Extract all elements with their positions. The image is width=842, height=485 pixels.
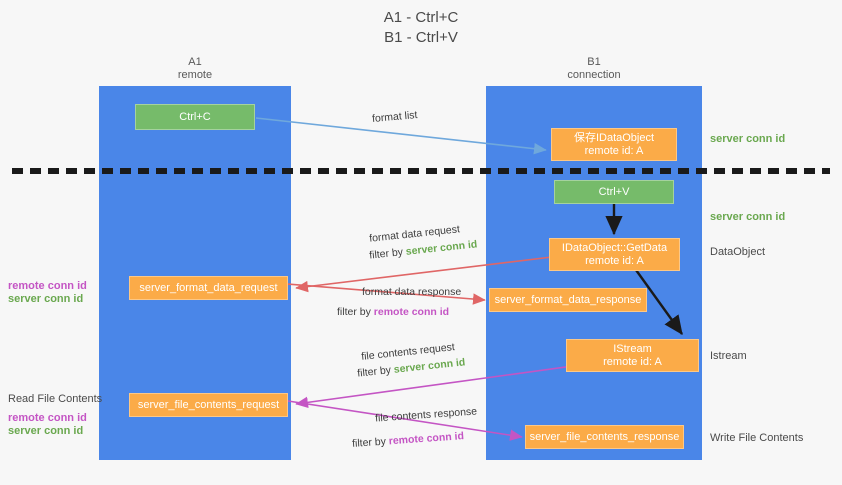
left-annotation-format-server-conn-id: server conn id (8, 293, 84, 305)
remote-conn-id-ref: remote conn id (388, 430, 465, 448)
left-annotation-format-remote-conn-id: remote conn id (8, 280, 87, 292)
node-server-format-data-request[interactable]: server_format_data_request (129, 276, 288, 300)
edge-label-format-data-response-filter: filter by remote conn id (337, 305, 449, 319)
lane-a-header: A1 remote (177, 56, 213, 81)
right-annotation-istream: Istream (710, 350, 747, 362)
page-title: A1 - Ctrl+C B1 - Ctrl+V (383, 9, 459, 46)
edge-label-format-data-response: format data response (362, 286, 462, 298)
edge-label-file-contents-response: file contents response (374, 405, 478, 425)
node-istream[interactable]: IStream remote id: A (566, 339, 699, 372)
node-server-format-data-response[interactable]: server_format_data_response (489, 288, 647, 312)
node-save-idataobject[interactable]: 保存IDataObject remote id: A (551, 128, 677, 161)
edge-label-file-contents-response-filter: filter by remote conn id (352, 429, 465, 451)
phase-divider (12, 168, 830, 174)
node-server-file-contents-request[interactable]: server_file_contents_request (129, 393, 288, 417)
left-annotation-read-file-contents: Read File Contents (8, 393, 103, 405)
filter-prefix: filter by (351, 435, 390, 450)
node-idataobject-getdata[interactable]: IDataObject::GetData remote id: A (549, 238, 680, 271)
remote-conn-id-ref: remote conn id (373, 306, 450, 318)
edge-label-format-list: format list (371, 109, 418, 125)
node-ctrl-c[interactable]: Ctrl+C (135, 104, 255, 130)
right-annotation-server-conn-id-second: server conn id (710, 211, 786, 223)
right-annotation-write-file-contents: Write File Contents (710, 432, 804, 444)
node-server-file-contents-response[interactable]: server_file_contents_response (525, 425, 684, 449)
left-annotation-file-server-conn-id: server conn id (8, 425, 84, 437)
right-annotation-server-conn-id-top: server conn id (710, 133, 786, 145)
lane-b-header: B1 connection (567, 56, 621, 81)
filter-prefix: filter by (356, 363, 395, 380)
left-annotation-file-remote-conn-id: remote conn id (8, 412, 87, 424)
node-ctrl-v[interactable]: Ctrl+V (554, 180, 674, 204)
right-annotation-dataobject: DataObject (710, 246, 766, 258)
filter-prefix: filter by (368, 245, 407, 262)
server-conn-id-ref: server conn id (405, 238, 478, 258)
filter-prefix: filter by (337, 306, 374, 318)
